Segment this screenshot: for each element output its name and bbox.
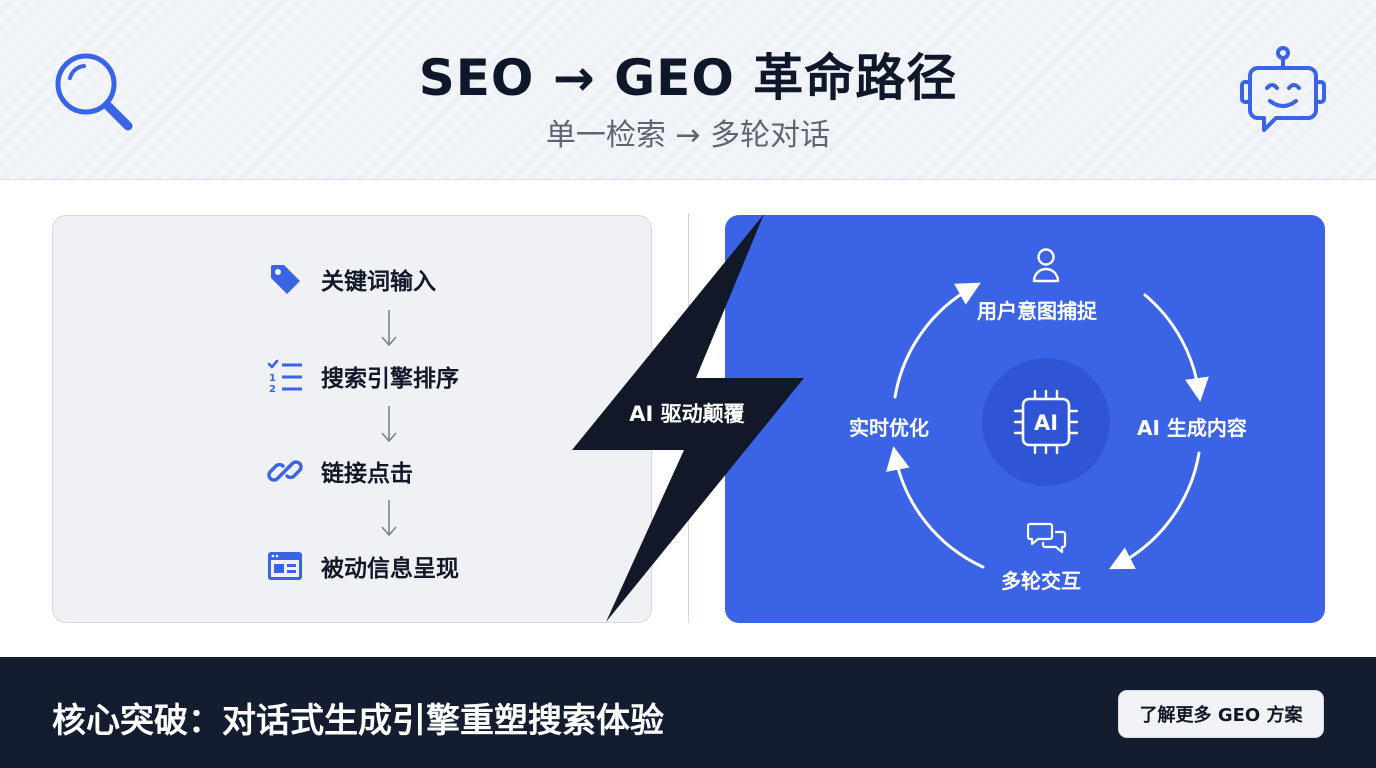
browser-window-icon xyxy=(265,546,305,586)
tag-icon xyxy=(265,259,305,299)
svg-text:2: 2 xyxy=(269,384,276,394)
cycle-node-realtime-optimize: 实时优化 xyxy=(849,416,929,440)
user-icon xyxy=(1032,248,1060,283)
ai-chip-icon: AI xyxy=(1013,389,1079,455)
arrow-down-icon xyxy=(381,500,397,537)
flow-step-search-ranking: 1 2 搜索引擎排序 xyxy=(265,356,459,396)
flow-step-label: 搜索引擎排序 xyxy=(321,366,459,392)
flow-step-label: 关键词输入 xyxy=(321,269,436,295)
cycle-arrows xyxy=(886,282,1209,570)
flow-step-label: 链接点击 xyxy=(321,461,413,487)
cycle-node-multi-turn: 多轮交互 xyxy=(1001,569,1081,593)
footer-headline: 核心突破：对话式生成引擎重塑搜索体验 xyxy=(52,701,664,741)
page-subtitle: 单一检索 → 多轮对话 xyxy=(545,118,831,153)
footer-bar: 核心突破：对话式生成引擎重塑搜索体验 了解更多 GEO 方案 xyxy=(0,657,1376,768)
learn-more-button[interactable]: 了解更多 GEO 方案 xyxy=(1118,690,1324,738)
cycle-node-user-intent: 用户意图捕捉 xyxy=(977,299,1097,323)
header-banner: SEO → GEO 革命路径 单一检索 → 多轮对话 xyxy=(0,0,1376,180)
chat-bubbles-icon xyxy=(1027,522,1067,554)
flow-step-label: 被动信息呈现 xyxy=(321,556,459,582)
arrow-down-icon xyxy=(381,406,397,443)
flow-step-passive-display: 被动信息呈现 xyxy=(265,546,459,586)
lightning-bolt-icon xyxy=(572,214,804,622)
flow-step-link-click: 链接点击 xyxy=(265,451,413,491)
seo-flow-panel: 关键词输入 1 2 搜索引擎排序 xyxy=(52,215,652,623)
numbered-list-icon: 1 2 xyxy=(265,356,305,396)
ai-chip-badge: AI xyxy=(982,358,1110,486)
geo-cycle-panel: 用户意图捕捉 AI 生成内容 多轮交互 实时优化 AI xyxy=(725,215,1325,623)
chatbot-icon xyxy=(1240,46,1326,132)
cycle-node-ai-generate: AI 生成内容 xyxy=(1137,416,1247,440)
svg-text:1: 1 xyxy=(269,373,276,384)
flow-step-keyword-input: 关键词输入 xyxy=(265,259,436,299)
arrow-down-icon xyxy=(381,310,397,347)
link-icon xyxy=(265,451,305,491)
ai-chip-label: AI xyxy=(1034,411,1058,435)
magnifier-icon xyxy=(55,53,133,131)
page-title: SEO → GEO 革命路径 xyxy=(418,49,958,107)
ai-disruption-label: AI 驱动颠覆 xyxy=(629,402,745,426)
